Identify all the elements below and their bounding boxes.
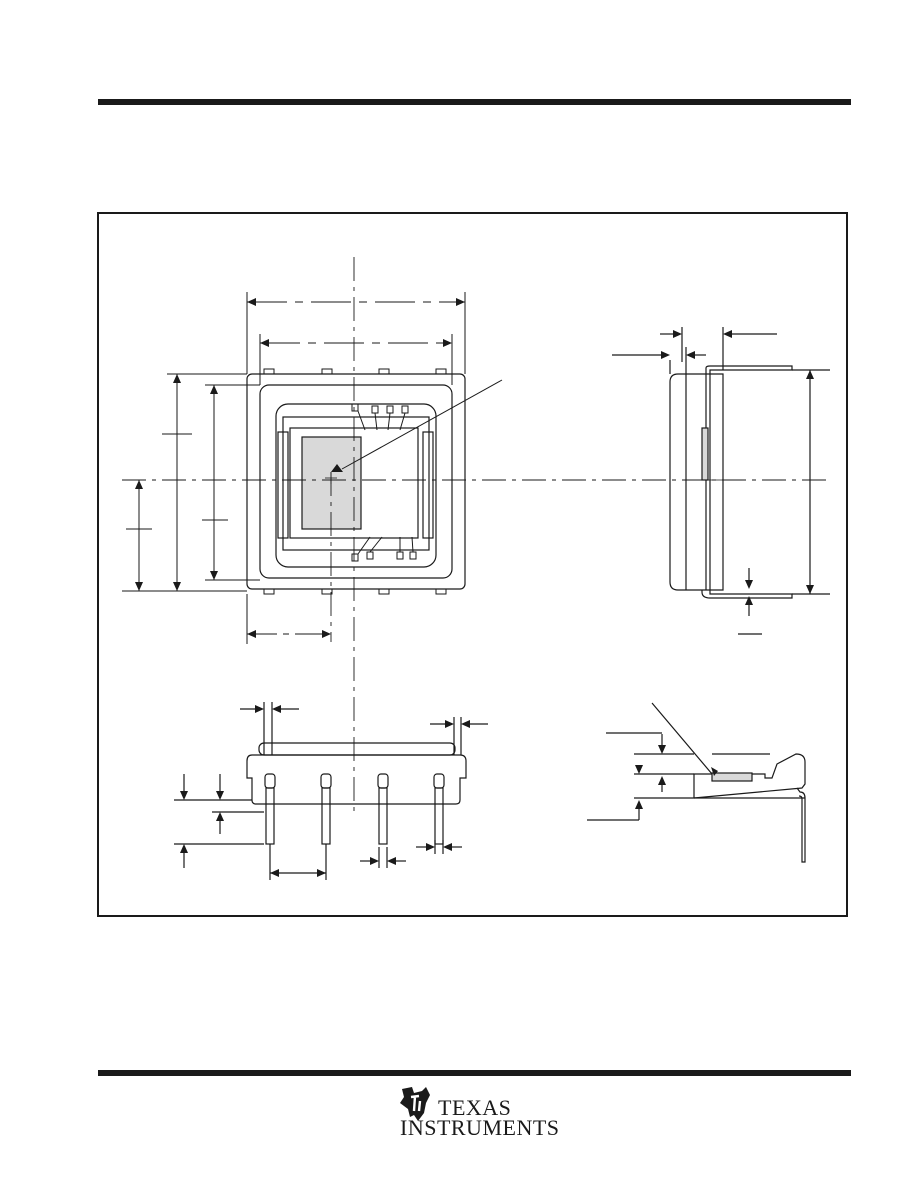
- package-outline-drawing: [122, 257, 830, 880]
- front-view: [174, 702, 488, 880]
- front-leads: [264, 773, 445, 845]
- side-body: [669, 373, 724, 591]
- mechanical-drawing-frame: [97, 212, 848, 917]
- front-body: [246, 754, 467, 805]
- side-lead: [701, 365, 793, 599]
- brand-text-instruments: INSTRUMENTS: [400, 1115, 560, 1140]
- side-view: [612, 327, 830, 635]
- optical-center-marker: [331, 464, 343, 472]
- ti-logo-icon: [400, 1087, 430, 1121]
- centerlines: [122, 257, 827, 817]
- brand-text-texas: TEXAS: [438, 1095, 512, 1120]
- top-view-dimensions: [122, 292, 466, 644]
- package-inner-outline: [259, 384, 453, 579]
- detail-body: [693, 753, 806, 799]
- bond-pads-top: [351, 403, 409, 431]
- leader-line: [341, 379, 503, 470]
- top-view: [246, 368, 503, 595]
- detail-leader: [651, 702, 713, 775]
- bottom-rule: [98, 1070, 851, 1076]
- bond-pads-bottom: [351, 536, 417, 562]
- side-die: [701, 427, 709, 481]
- package-tabs: [263, 368, 447, 595]
- lid-outline: [258, 742, 456, 756]
- section-detail: [587, 702, 806, 863]
- left-rail: [277, 431, 289, 539]
- sensor-die: [301, 436, 362, 530]
- die-attach-area: [282, 416, 430, 551]
- right-rail: [422, 431, 434, 539]
- detail-lead: [796, 787, 806, 863]
- package-body-outline: [246, 373, 466, 590]
- ti-logo: TEXAS INSTRUMENTS: [396, 1083, 566, 1143]
- detail-die: [711, 772, 753, 782]
- top-rule: [98, 99, 851, 105]
